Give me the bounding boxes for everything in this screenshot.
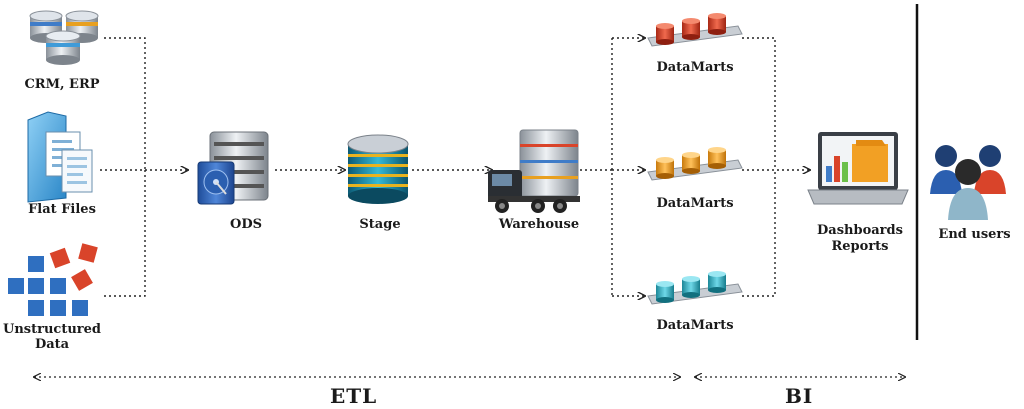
end-users-label: End users [938, 227, 1011, 242]
crm-erp-label: CRM, ERP [24, 77, 100, 92]
database-stack-icon [29, 10, 99, 65]
cylinder-tray-icon [647, 147, 743, 181]
connector-mart-bottom-out [742, 170, 776, 297]
users-group-icon [930, 145, 1006, 220]
ods-label: ODS [230, 217, 262, 232]
flat-files-label: Flat Files [28, 202, 96, 217]
connector-mart-top-out [742, 37, 776, 170]
connectors [100, 38, 810, 296]
warehouse-label: Warehouse [498, 217, 580, 232]
cylinder-tray-icon [647, 271, 743, 305]
server-harddisk-icon [197, 131, 269, 205]
stage-label: Stage [359, 217, 401, 232]
dashboards-label-line2: Reports [831, 239, 889, 254]
datamarts-label-bottom: DataMarts [656, 318, 734, 333]
unstructured-label-line2: Data [34, 337, 70, 352]
unstructured-label-line1: Unstructured [3, 322, 101, 337]
datamarts-label-top: DataMarts [656, 60, 734, 75]
laptop-chart-icon [807, 132, 909, 205]
bi-phase-label: BI [785, 384, 814, 408]
datamarts-label-middle: DataMarts [656, 196, 734, 211]
scattered-blocks-icon [8, 243, 98, 316]
dashboards-label-line1: Dashboards [817, 223, 903, 238]
etl-phase-label: ETL [330, 384, 378, 408]
truck-database-icon [488, 129, 580, 213]
cylinder-tray-icon [647, 13, 743, 47]
folder-documents-icon [27, 111, 93, 203]
cylinder-database-icon [347, 134, 409, 204]
connector-crm [104, 37, 146, 170]
connector-unstructured [104, 170, 146, 297]
